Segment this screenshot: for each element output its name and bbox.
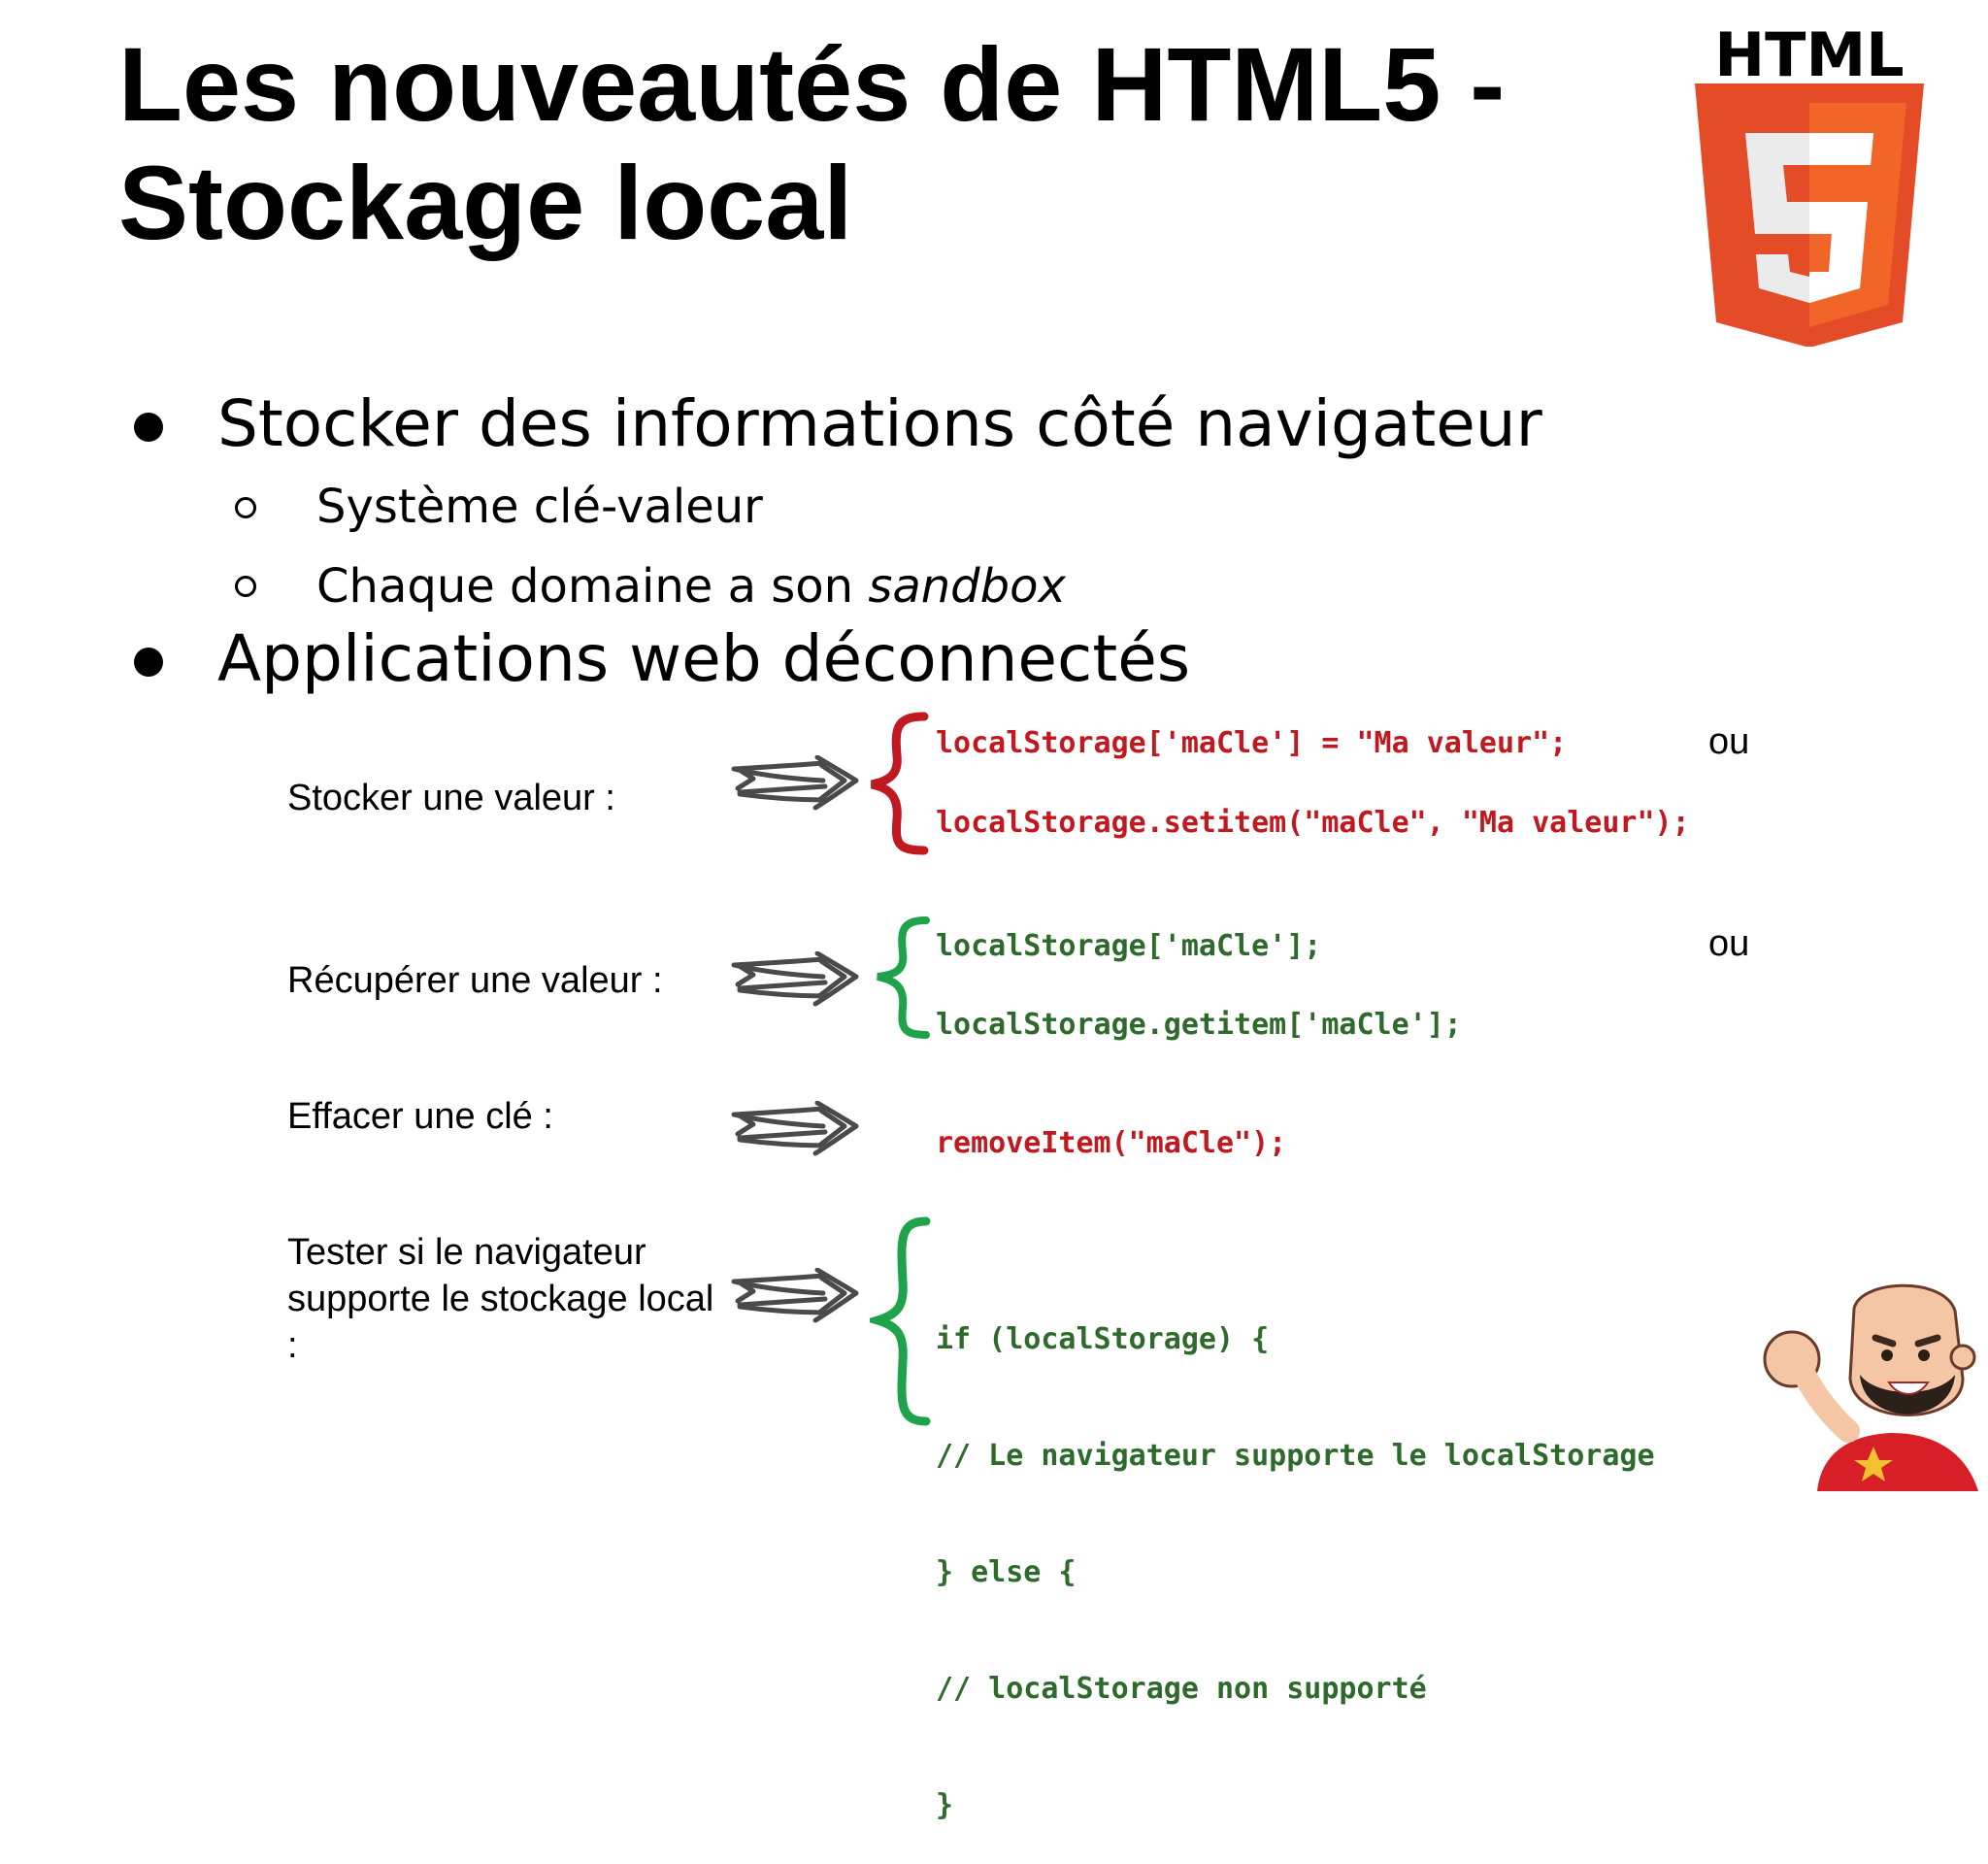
bullet-dot — [134, 413, 163, 442]
row-4-code-line-2: // Le navigateur supporte le localStorag… — [936, 1439, 1655, 1473]
sub-bullet-circle — [235, 576, 256, 597]
title-line-1: Les nouveautés de HTML5 - — [118, 25, 1506, 143]
row-1-code-1: localStorage['maCle'] = "Ma valeur"; — [936, 726, 1568, 760]
bullet-1-text: Stocker des informations côté navigateur — [217, 386, 1542, 461]
bullet-2-text: Applications web déconnectés — [217, 621, 1191, 696]
row-4-code-line-3: } else { — [936, 1555, 1077, 1589]
row-1-or: ou — [1708, 721, 1750, 762]
subitem-2-italic: sandbox — [868, 559, 1066, 614]
page-title: Les nouveautés de HTML5 - Stockage local — [118, 25, 1594, 262]
curly-brace-icon — [877, 916, 930, 1039]
row-4-label-line-1: Tester si le navigateur — [287, 1232, 646, 1273]
subitem-2-plain: Chaque domaine a son — [316, 559, 869, 614]
row-3-label: Effacer une clé : — [287, 1096, 553, 1137]
row-4-code: if (localStorage) { // Le navigateur sup… — [936, 1243, 1655, 1864]
arrow-icon — [730, 951, 862, 1010]
sub-bullet-circle — [235, 497, 256, 518]
row-1-label: Stocker une valeur : — [287, 778, 615, 818]
curly-brace-icon — [870, 1216, 931, 1426]
row-2-label: Récupérer une valeur : — [287, 960, 663, 1001]
row-3-code: removeItem("maCle"); — [936, 1126, 1287, 1160]
arrow-icon — [730, 1268, 862, 1326]
row-4-label-line-3: : — [287, 1325, 298, 1366]
bald-bearded-mascot-icon — [1747, 1282, 1988, 1491]
subitem-1-text: Système clé-valeur — [316, 480, 763, 534]
row-4-code-line-4: // localStorage non supporté — [936, 1672, 1427, 1706]
html5-logo-icon: HTML — [1687, 12, 1932, 348]
row-4-code-line-1: if (localStorage) { — [936, 1322, 1270, 1356]
arrow-icon — [730, 1101, 862, 1159]
row-4-label: Tester si le navigateur supporte le stoc… — [287, 1229, 713, 1369]
arrow-icon — [730, 755, 862, 814]
bullet-dot — [134, 648, 163, 677]
logo-text: HTML — [1714, 19, 1904, 90]
row-2-code-1: localStorage['maCle']; — [936, 929, 1322, 963]
row-1-code-2: localStorage.setitem("maCle", "Ma valeur… — [936, 806, 1690, 840]
row-2-or: ou — [1708, 923, 1750, 964]
title-line-2: Stockage local — [118, 144, 853, 261]
row-2-code-2: localStorage.getitem['maCle']; — [936, 1008, 1462, 1042]
row-4-label-line-2: supporte le stockage local — [287, 1279, 714, 1319]
curly-brace-icon — [870, 712, 929, 855]
subitem-2-text: Chaque domaine a son sandbox — [316, 559, 1066, 614]
row-4-code-line-5: } — [936, 1788, 954, 1822]
